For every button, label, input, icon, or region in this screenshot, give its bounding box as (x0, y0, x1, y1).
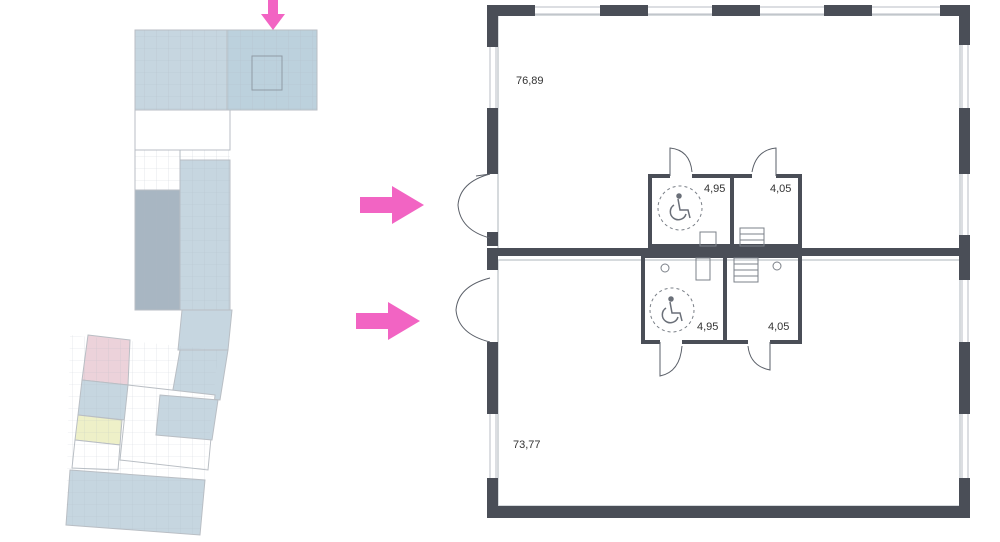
upper-storage-area-label: 4,05 (770, 183, 791, 195)
turning-circle (649, 287, 695, 333)
lower-interior (497, 259, 961, 507)
wc-room-upper (648, 147, 802, 248)
arrow-icon (261, 0, 285, 30)
turning-circle (657, 185, 703, 231)
sink-icon (660, 261, 782, 273)
wall-segment (959, 342, 970, 414)
wall-segment (712, 5, 760, 16)
wet-core (251, 55, 283, 91)
wheelchair-icon (669, 193, 691, 221)
upper-main-area-label: 76,89 (516, 75, 544, 87)
separating-wall (487, 248, 970, 256)
wall-segment (959, 478, 970, 518)
wall-segment (487, 478, 498, 518)
wall-segment (600, 5, 648, 16)
lower-premise-plan: 4,95 4,05 73,77 (455, 254, 970, 518)
arrow-icon (360, 186, 424, 224)
key-plan (65, 0, 318, 536)
entrance-door[interactable] (455, 277, 491, 343)
wall-segment (824, 5, 872, 16)
unit-block[interactable] (177, 309, 233, 351)
wall-segment (487, 108, 498, 174)
partition-lines (135, 150, 230, 310)
wheelchair-icon (661, 296, 683, 324)
wall-segment (959, 235, 970, 249)
wall-segment (487, 5, 535, 16)
entrance-door[interactable] (457, 173, 491, 239)
key-plan-lower-wing (65, 334, 219, 536)
arrow-icon (356, 302, 420, 340)
toilet-icon (699, 231, 717, 247)
partition-lines (135, 30, 317, 110)
wall-segment (487, 342, 498, 414)
upper-premise-plan: 76,89 4,95 4,05 (457, 5, 970, 250)
wall-segment (959, 5, 970, 45)
wall-segment (940, 5, 970, 16)
upper-interior (497, 14, 961, 250)
wc-room-lower (641, 254, 802, 377)
wall-segment (487, 232, 498, 246)
upper-wc-area-label: 4,95 (704, 183, 725, 195)
partition-lines (66, 335, 218, 535)
key-plan-top-wing (134, 29, 318, 111)
stairs-icon (739, 227, 765, 247)
wall-segment (487, 506, 970, 518)
key-plan-middle-wing (134, 149, 231, 311)
wall-segment (487, 5, 498, 47)
lower-wc-area-label: 4,95 (697, 321, 718, 333)
lower-main-area-label: 73,77 (513, 439, 541, 451)
wall-segment (959, 108, 970, 174)
wall-segment (959, 256, 970, 280)
corridor (134, 109, 231, 151)
lower-storage-area-label: 4,05 (768, 321, 789, 333)
wall-segment (487, 256, 498, 270)
toilet-icon (695, 257, 711, 281)
